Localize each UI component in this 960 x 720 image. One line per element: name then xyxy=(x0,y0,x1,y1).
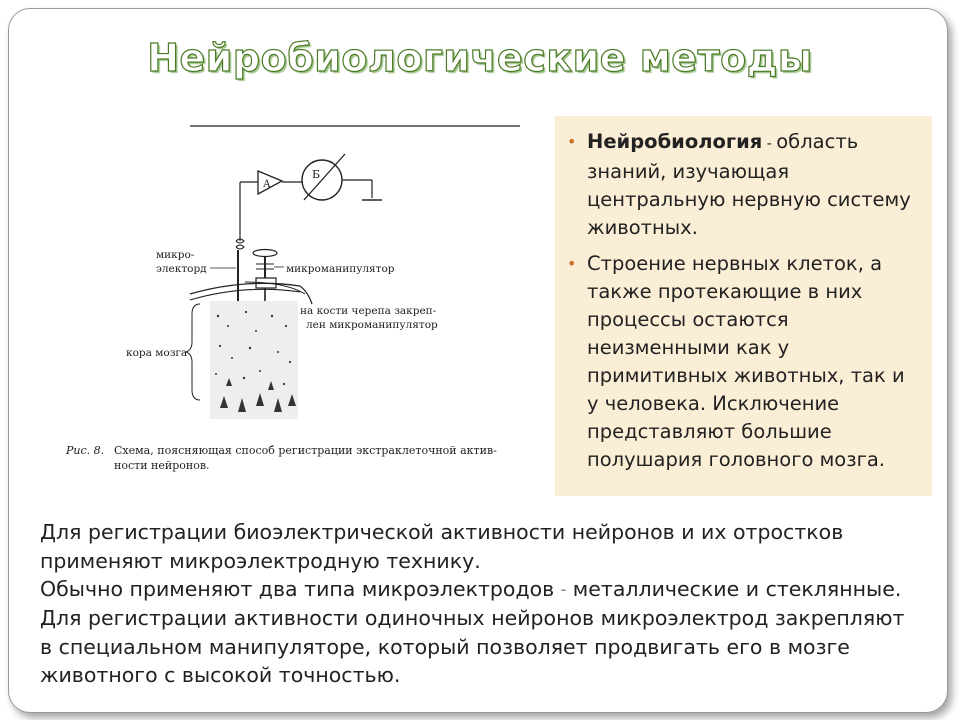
info-box: • Нейробиология - область знаний, изучаю… xyxy=(555,116,932,496)
term-definition: область знаний, изучающая центральную не… xyxy=(587,130,911,239)
term-separator: - xyxy=(762,136,777,152)
term-neurobiology: Нейробиология xyxy=(587,130,763,153)
paragraph-3: Для регистрации активности одиночных ней… xyxy=(40,606,905,688)
caption-line-1: Схема, поясняющая способ регистрации экс… xyxy=(114,444,497,457)
slide-title: Нейробиологические методы xyxy=(147,35,813,80)
info-list: • Нейробиология - область знаний, изучаю… xyxy=(567,128,920,474)
microelectrode-diagram: А Б xyxy=(60,116,530,486)
label-skull-2: лен микроманипулятор xyxy=(306,319,438,331)
label-microelectrode-2: электорд xyxy=(156,263,207,275)
label-micromanipulator: микроманипулятор xyxy=(286,263,395,275)
diagram-svg: А Б xyxy=(65,125,520,472)
cortex-texture xyxy=(215,310,296,412)
label-a: А xyxy=(263,179,271,190)
info-item-structure: • Строение нервных клеток, а также проте… xyxy=(567,250,920,474)
label-microelectrode-1: микро- xyxy=(156,249,195,261)
bullet-icon: • xyxy=(567,254,577,273)
main-text: Для регистрации биоэлектрической активно… xyxy=(40,518,920,690)
paragraph-2-start: Обычно применяют два типа микроэлектродо… xyxy=(40,577,561,601)
caption-line-2: ности нейронов. xyxy=(114,459,210,472)
structure-text: Строение нервных клеток, а также протека… xyxy=(587,252,905,471)
label-cortex: кора мозга xyxy=(126,347,187,359)
bullet-icon: • xyxy=(567,132,577,151)
label-skull-1: на кости черепа закреп- xyxy=(300,305,437,317)
label-b: Б xyxy=(312,168,320,181)
paragraph-2-dash: – xyxy=(560,582,567,596)
caption-prefix: Рис. 8. xyxy=(65,444,104,457)
info-item-neurobiology: • Нейробиология - область знаний, изучаю… xyxy=(567,128,920,242)
paragraph-1: Для регистрации биоэлектрической активно… xyxy=(40,520,844,573)
paragraph-2-end: металлические и стеклянные. xyxy=(566,577,902,601)
paragraph-2: Обычно применяют два типа микроэлектродо… xyxy=(40,575,920,604)
